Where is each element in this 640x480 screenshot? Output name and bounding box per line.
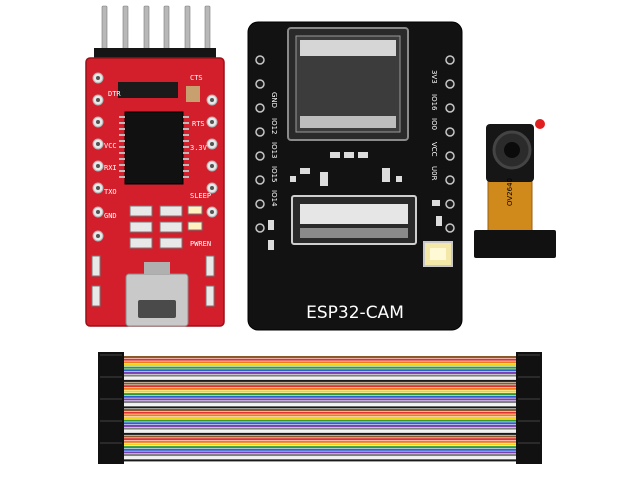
esp32-smd-components bbox=[268, 152, 442, 250]
ftdi-chip bbox=[124, 111, 184, 185]
jumper-wire bbox=[124, 451, 516, 454]
jumper-wire bbox=[124, 393, 516, 396]
ftdi-label: RTS bbox=[192, 120, 205, 128]
jumper-wire bbox=[124, 395, 516, 398]
ov2640-camera-module: OV2640 bbox=[474, 119, 556, 258]
jumper-wire bbox=[124, 435, 516, 438]
crystal bbox=[186, 86, 200, 102]
jumper-wire bbox=[124, 443, 516, 446]
ftdi-label: SLEEP bbox=[190, 192, 211, 200]
jumper-wire bbox=[124, 371, 516, 374]
ftdi-label: 3.3V bbox=[190, 144, 208, 152]
jumper-wire bbox=[124, 424, 516, 427]
jumper-wire bbox=[124, 387, 516, 390]
lens-cap-tab bbox=[535, 119, 545, 129]
esp32-cam-label: ESP32-CAM bbox=[306, 303, 404, 323]
jumper-wire bbox=[124, 361, 516, 364]
jumper-wire bbox=[124, 454, 516, 457]
ftdi-silkscreen: DTR CTS RTS 3.3V VCC RXI TXO GND SLEEP P… bbox=[104, 74, 211, 248]
jumper-wire bbox=[124, 422, 516, 425]
ftdi-label: RXI bbox=[104, 164, 117, 172]
jumper-wire bbox=[124, 401, 516, 404]
jumper-wire bbox=[124, 438, 516, 441]
pin-label: IO14 bbox=[270, 190, 278, 207]
jumper-wire bbox=[124, 427, 516, 430]
esp32-cam-board: GND IO12 IO13 IO15 IO14 3V3 IO16 IO0 VCC… bbox=[247, 21, 463, 331]
jumper-wire bbox=[124, 409, 516, 412]
jumper-wire bbox=[124, 459, 516, 462]
jumper-wire bbox=[124, 379, 516, 382]
jumper-wire bbox=[124, 416, 516, 419]
jumper-wire bbox=[124, 414, 516, 417]
jumper-connectors-left bbox=[98, 352, 124, 464]
jumper-connectors-right bbox=[516, 352, 542, 464]
jumper-wire bbox=[124, 374, 516, 377]
pin-label: IO12 bbox=[270, 118, 278, 134]
jumper-wire bbox=[124, 356, 516, 359]
jumper-wire bbox=[124, 448, 516, 451]
ftdi-label: GND bbox=[104, 212, 117, 220]
jumper-wire bbox=[124, 366, 516, 369]
flash-led bbox=[423, 241, 453, 267]
jumper-wire bbox=[124, 385, 516, 388]
jumper-wire bbox=[124, 358, 516, 361]
jumper-wire-bundle bbox=[98, 352, 542, 464]
jumper-wire bbox=[124, 406, 516, 409]
pin-label: IO15 bbox=[270, 166, 278, 182]
smd-components bbox=[91, 205, 215, 307]
pin-label: U0R bbox=[430, 166, 438, 181]
esp32-pin-labels: GND IO12 IO13 IO15 IO14 3V3 IO16 IO0 VCC… bbox=[270, 70, 438, 207]
jumper-wire bbox=[124, 390, 516, 393]
jumper-wire bbox=[124, 430, 516, 433]
ftdi-label: CTS bbox=[190, 74, 203, 82]
esp32-pin-holes bbox=[255, 55, 455, 233]
ftdi-label: VCC bbox=[104, 142, 117, 150]
jumper-wire bbox=[124, 398, 516, 401]
jumper-wire bbox=[124, 432, 516, 435]
jumper-wire bbox=[124, 419, 516, 422]
jumper-wire bbox=[124, 377, 516, 380]
pin-label: VCC bbox=[430, 142, 438, 157]
ftdi-label: PWREN bbox=[190, 240, 211, 248]
ftdi-label: DTR bbox=[108, 90, 121, 98]
pin-label: IO16 bbox=[430, 94, 438, 111]
pin-label: 3V3 bbox=[430, 70, 438, 84]
jumper-wire bbox=[124, 411, 516, 414]
jumper-wire bbox=[124, 456, 516, 459]
camera-connector bbox=[474, 230, 556, 258]
ftdi-label: TXO bbox=[104, 188, 117, 196]
jumper-wire bbox=[124, 440, 516, 443]
pin-label: IO13 bbox=[270, 142, 278, 158]
microsd-slot bbox=[287, 27, 409, 141]
camera-module-label: OV2640 bbox=[506, 178, 514, 206]
jumper-wire bbox=[124, 382, 516, 385]
ftdi-adapter-board: DTR CTS RTS 3.3V VCC RXI TXO GND SLEEP P… bbox=[85, 5, 225, 327]
jumper-wire bbox=[124, 446, 516, 449]
pin-label: IO0 bbox=[430, 118, 438, 130]
pin-label: GND bbox=[270, 92, 278, 108]
jumper-wire bbox=[124, 403, 516, 406]
voltage-jumper bbox=[118, 82, 178, 98]
jumper-wire bbox=[124, 369, 516, 372]
header-pins bbox=[94, 5, 216, 64]
camera-fpc-connector bbox=[291, 195, 417, 245]
jumper-wire bbox=[124, 363, 516, 366]
